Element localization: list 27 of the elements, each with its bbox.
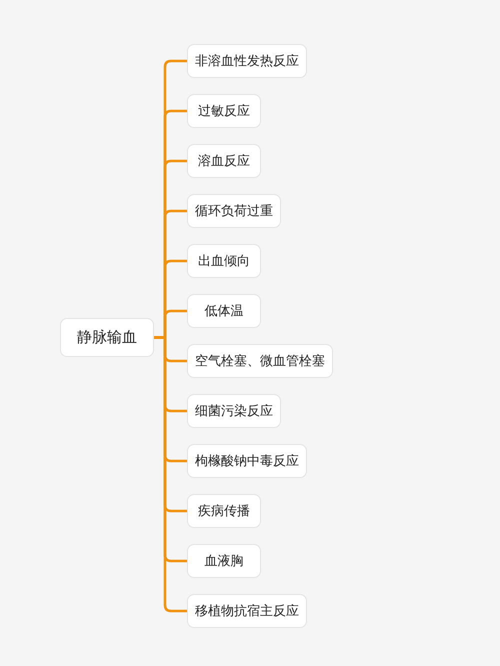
- subtopic-box: [187, 244, 261, 278]
- subtopic-box: [187, 394, 281, 428]
- subtopic-label: 疾病传播: [198, 503, 250, 520]
- subtopic-label: 血液胸: [204, 553, 244, 570]
- subtopic-box: [187, 44, 307, 78]
- subtopic-label: 移植物抗宿主反应: [195, 603, 299, 620]
- subtopic-label: 低体温: [204, 303, 244, 320]
- subtopic-label: 细菌污染反应: [195, 403, 273, 420]
- root-topic-box: [60, 318, 154, 357]
- subtopic-label: 溶血反应: [198, 153, 250, 170]
- subtopic-box: [187, 594, 307, 628]
- subtopic-label: 枸橼酸钠中毒反应: [195, 453, 299, 470]
- subtopic-box: [187, 144, 261, 178]
- subtopic-box: [187, 344, 333, 378]
- connector-line: [154, 336, 187, 612]
- subtopic-label: 空气栓塞、微血管栓塞: [195, 353, 325, 370]
- subtopic-box: [187, 544, 261, 578]
- subtopic-label: 过敏反应: [198, 103, 250, 120]
- subtopic-box: [187, 194, 281, 228]
- subtopic-box: [187, 294, 261, 328]
- subtopic-box: [187, 94, 261, 128]
- root-topic-label: 静脉输血: [77, 328, 137, 347]
- subtopic-label: 非溶血性发热反应: [195, 53, 299, 70]
- subtopic-box: [187, 494, 261, 528]
- subtopic-box: [187, 444, 307, 478]
- subtopic-label: 出血倾向: [198, 253, 250, 270]
- subtopic-label: 循环负荷过重: [195, 203, 273, 220]
